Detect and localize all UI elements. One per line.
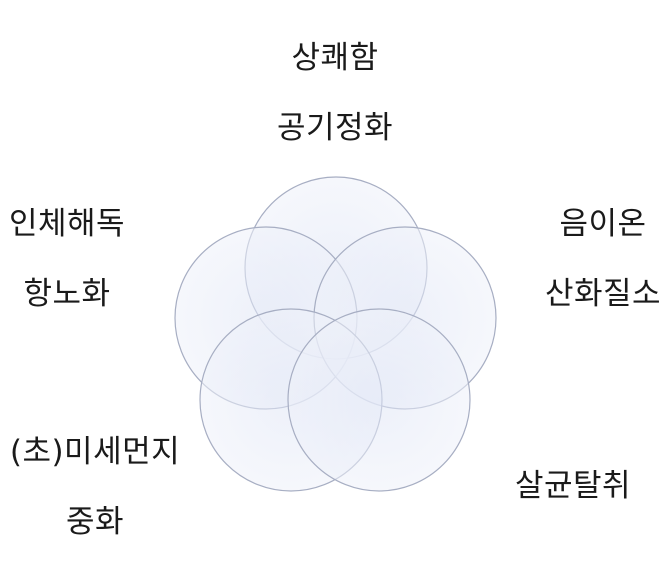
label-lower-right: 살균탈취 (505, 466, 641, 506)
label-top: 상쾌함 공기정화 (270, 38, 400, 148)
label-top-line1: 상쾌함 (291, 40, 379, 76)
label-lower-left-line1: (초)미세먼지 (9, 434, 181, 470)
label-lower-right-line1: 살균탈취 (514, 468, 632, 504)
label-upper-right: 음이온 산화질소 (536, 204, 669, 314)
label-lower-left: (초)미세먼지 중화 (2, 432, 188, 542)
label-upper-left-line1: 인체해독 (8, 206, 126, 242)
label-top-line2: 공기정화 (276, 110, 394, 146)
label-upper-right-line2: 산화질소 (544, 276, 662, 312)
circle-lower-right (287, 308, 471, 492)
label-upper-right-line1: 음이온 (559, 206, 647, 242)
label-upper-left-line2: 항노화 (23, 276, 111, 312)
label-upper-left: 인체해독 항노화 (2, 204, 132, 314)
label-lower-left-line2: 중화 (65, 504, 125, 540)
